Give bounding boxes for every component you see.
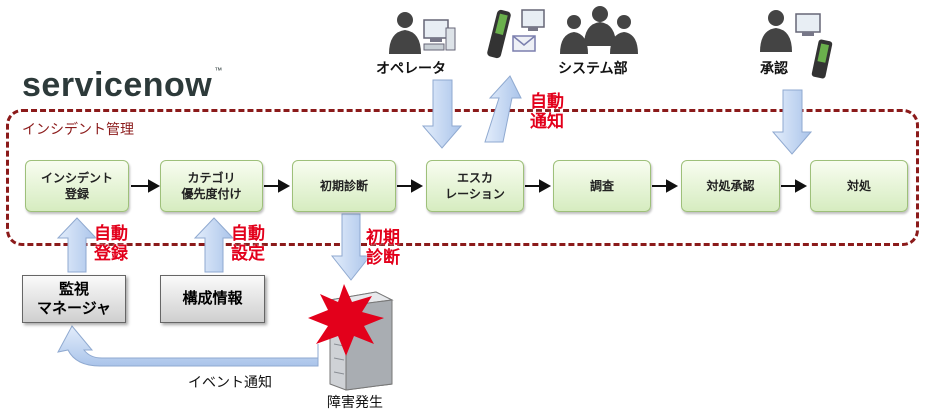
down-arrow-approve bbox=[771, 89, 813, 155]
approver-person-icon bbox=[760, 10, 792, 52]
down-arrow-diagnosis bbox=[330, 213, 372, 281]
role-approve: 承認 bbox=[760, 61, 788, 77]
step-investigation[interactable]: 調査 bbox=[553, 160, 651, 212]
annotation-initial-diagnosis: 初期 診断 bbox=[366, 228, 400, 269]
step-initial-diagnosis[interactable]: 初期診断 bbox=[292, 160, 396, 212]
annotation-auto-setting: 自動 設定 bbox=[231, 224, 265, 265]
annotation-auto-register: 自動 登録 bbox=[94, 224, 128, 265]
mail-computer-icon bbox=[521, 9, 545, 31]
system-dept-group-icon bbox=[560, 6, 638, 54]
approver-computer-icon bbox=[795, 13, 821, 36]
event-notice-label: イベント通知 bbox=[188, 375, 272, 391]
role-operator: オペレータ bbox=[376, 61, 446, 77]
notify-arrow bbox=[484, 75, 522, 143]
step-resolution[interactable]: 対処 bbox=[810, 160, 908, 212]
step-category-priority[interactable]: カテゴリ 優先度付け bbox=[160, 160, 263, 212]
failure-burst-icon bbox=[308, 284, 384, 356]
process-flow-arrows bbox=[131, 179, 808, 193]
step-incident-register[interactable]: インシデント 登録 bbox=[25, 160, 129, 212]
annotation-auto-notify: 自動 通知 bbox=[530, 92, 564, 133]
incident-management-frame bbox=[6, 109, 919, 246]
phone-icon bbox=[487, 9, 511, 59]
operator-computer-icon bbox=[423, 19, 456, 51]
config-info-box[interactable]: 構成情報 bbox=[160, 275, 265, 323]
up-arrow-monitor bbox=[56, 217, 98, 273]
approver-phone-icon bbox=[811, 39, 833, 79]
up-arrow-config bbox=[193, 217, 235, 273]
operator-person-icon bbox=[389, 12, 421, 54]
down-arrow-operator bbox=[421, 79, 463, 149]
mail-icon bbox=[512, 35, 536, 52]
failure-label: 障害発生 bbox=[327, 395, 383, 411]
role-system-dept: システム部 bbox=[558, 61, 628, 77]
frame-label: インシデント管理 bbox=[22, 122, 134, 138]
monitor-manager-box[interactable]: 監視 マネージャ bbox=[22, 275, 126, 323]
step-resolution-approval[interactable]: 対処承認 bbox=[681, 160, 780, 212]
step-escalation[interactable]: エスカ レーション bbox=[426, 160, 524, 212]
event-notice-arrow bbox=[57, 325, 319, 367]
